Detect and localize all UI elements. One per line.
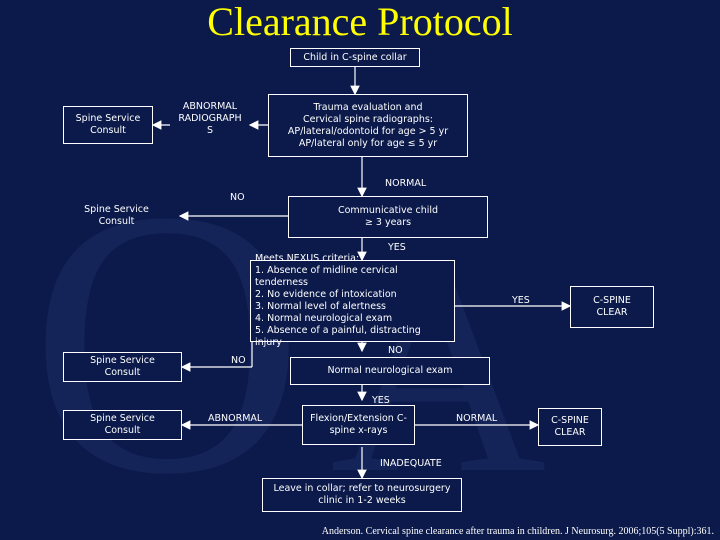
node-child-in-collar: Child in C-spine collar [290,48,420,67]
node-spine-consult-1: Spine Service Consult [63,106,153,144]
node-spine-consult-2-label: Spine Service Consult [84,204,149,227]
citation: Anderson. Cervical spine clearance after… [321,526,714,537]
node-flexion-extension: Flexion/Extension C- spine x-rays [302,405,415,445]
node-normal-neuro-exam-label: Normal neurological exam [327,365,453,376]
node-communicative-child-label: Communicative child ≥ 3 years [337,205,439,228]
node-spine-consult-1-label: Spine Service Consult [75,113,141,136]
edge-label-yes-1: YES [388,242,406,253]
edge-label-no-3: NO [231,355,246,366]
node-cspine-clear-2-label: C-SPINE CLEAR [551,415,589,438]
node-trauma-evaluation-label: Trauma evaluation and Cervical spine rad… [287,101,449,149]
node-flexion-extension-label: Flexion/Extension C- spine x-rays [310,413,407,436]
edge-label-yes-2: YES [512,295,530,306]
edge-label-yes-3: YES [372,395,390,406]
edge-label-no-2: NO [388,345,403,356]
page-title: Clearance Protocol [207,0,513,44]
node-nexus-criteria-label: Meets NEXUS criteria: 1. Absence of midl… [255,253,421,348]
node-leave-in-collar: Leave in collar; refer to neurosurgery c… [262,478,462,512]
node-spine-consult-4: Spine Service Consult [63,410,182,440]
node-trauma-evaluation: Trauma evaluation and Cervical spine rad… [268,94,468,157]
node-spine-consult-4-label: Spine Service Consult [90,413,155,436]
node-spine-consult-3-label: Spine Service Consult [90,355,155,378]
edge-label-abnormal: ABNORMAL [208,413,263,424]
node-nexus-criteria: Meets NEXUS criteria: 1. Absence of midl… [250,253,455,348]
node-cspine-clear-1: C-SPINE CLEAR [570,286,654,328]
node-spine-consult-2: Spine Service Consult [63,198,170,234]
node-cspine-clear-1-label: C-SPINE CLEAR [593,295,631,318]
node-normal-neuro-exam: Normal neurological exam [290,357,490,385]
edge-label-normal-1: NORMAL [385,178,427,189]
edge-label-inadequate: INADEQUATE [380,458,442,469]
node-cspine-clear-2: C-SPINE CLEAR [538,408,602,446]
node-abnormal-radiographs: ABNORMAL RADIOGRAPH S [170,97,250,141]
node-abnormal-radiographs-label: ABNORMAL RADIOGRAPH S [178,101,242,136]
edge-label-normal-2: NORMAL [456,413,498,424]
edge-label-no-1: NO [230,192,245,203]
node-spine-consult-3: Spine Service Consult [63,352,182,382]
node-child-in-collar-label: Child in C-spine collar [303,51,407,63]
node-leave-in-collar-label: Leave in collar; refer to neurosurgery c… [273,483,451,506]
node-communicative-child: Communicative child ≥ 3 years [288,196,488,238]
